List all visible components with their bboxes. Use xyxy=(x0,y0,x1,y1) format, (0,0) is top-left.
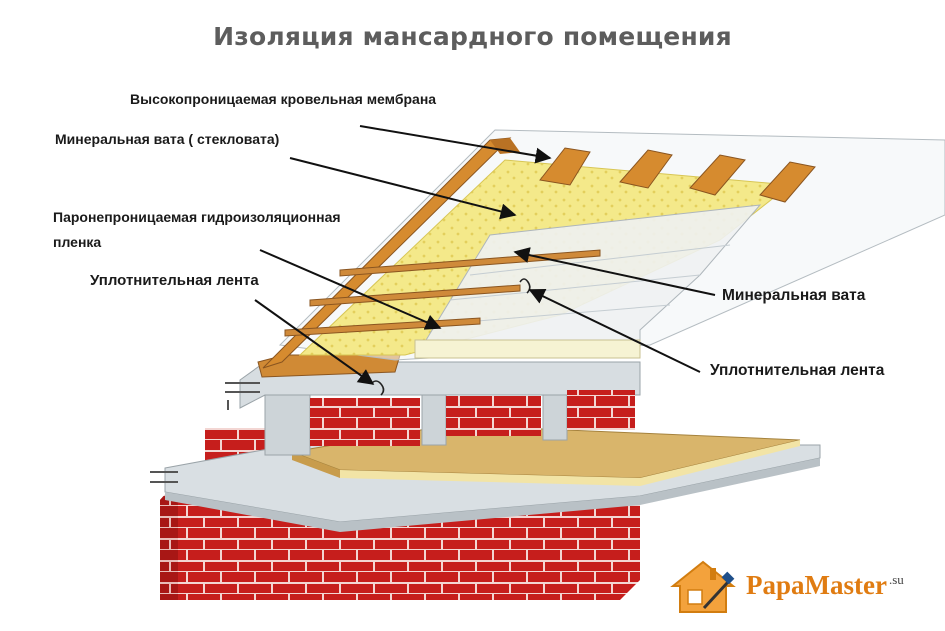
logo-text: PapaMaster.su xyxy=(746,570,904,601)
label-mineral-wool-right: Минеральная вата xyxy=(722,287,866,304)
rebar-stubs xyxy=(150,382,260,483)
label-vapor-film-line1: Паронепроницаемая гидроизоляционная xyxy=(53,209,341,225)
diagram-title: Изоляция мансардного помещения xyxy=(213,22,732,51)
logo-tld: .su xyxy=(888,572,904,587)
battens xyxy=(284,249,601,337)
label-roof-membrane: Высокопроницаемая кровельная мембрана xyxy=(130,91,437,107)
rafters xyxy=(262,137,816,369)
papamaster-logo: PapaMaster.su xyxy=(668,556,928,616)
upper-brick-panels xyxy=(310,390,635,446)
pointer-arrows xyxy=(254,125,716,385)
label-vapor-film-line2: пленка xyxy=(53,234,102,250)
vapor-barrier-film xyxy=(414,204,762,359)
label-sealing-tape-left: Уплотнительная лента xyxy=(90,272,259,289)
label-sealing-tape-right: Уплотнительная лента xyxy=(710,362,885,379)
house-brush-icon xyxy=(670,560,736,613)
label-mineral-wool-glass: Минеральная вата ( стекловата) xyxy=(55,131,280,147)
logo-brand: PapaMaster xyxy=(746,570,887,600)
